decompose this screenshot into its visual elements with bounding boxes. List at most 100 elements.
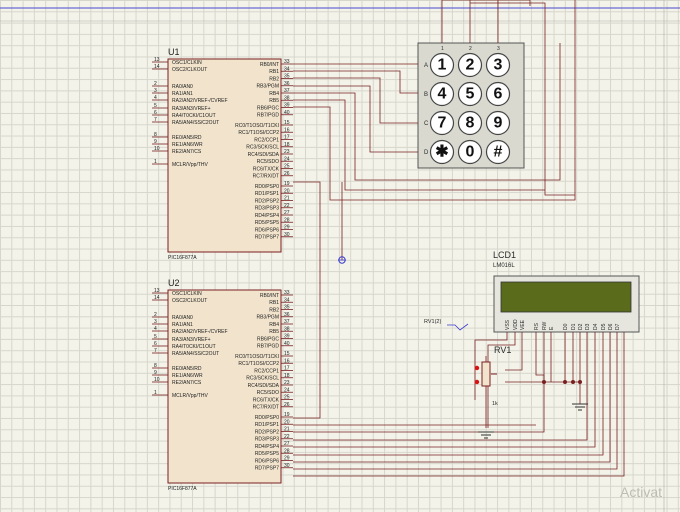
u1-right-pins: 33RB0/INT34RB135RB236RB3/PGM37RB438RB539…: [235, 59, 293, 241]
u2-pin-name: RB2: [269, 307, 279, 313]
lcd-wires: [293, 332, 625, 477]
key-7[interactable]: 7: [429, 110, 455, 136]
u1-pin-number: 15: [284, 120, 290, 126]
pot-pin-dot-bottom: [474, 379, 480, 385]
u1-pin-name: RC7/RX/DT: [253, 174, 279, 180]
keypad-row-label: A: [424, 63, 428, 69]
key-4[interactable]: 4: [429, 81, 455, 107]
u2-pin-name: RC3/SCK/SCL: [246, 376, 279, 382]
lcd-pin-label: D5: [601, 323, 607, 330]
u2-pin-name: RD1/PSP1: [255, 422, 279, 428]
svg-text:#: #: [494, 144, 503, 161]
u1-pin-number: 6: [154, 110, 157, 116]
u1-pin-name: RD1/PSP1: [255, 191, 279, 197]
svg-text:4: 4: [438, 86, 447, 103]
u2-pin-name: RD3/PSP3: [255, 437, 279, 443]
u1-pin-number: 10: [154, 146, 160, 152]
key-2[interactable]: 2: [457, 52, 483, 78]
u1-pin-name: RD0/PSP0: [255, 184, 279, 190]
potentiometer-rv1[interactable]: RV1(2) RV1 1k: [424, 319, 511, 428]
u2-pin-name: RD4/PSP4: [255, 444, 279, 450]
u2-pin-name: RB3/PGM: [256, 315, 279, 321]
lcd-ref-label: LCD1: [493, 250, 516, 260]
u2-pin-name: OSC1/CLKIN: [172, 291, 202, 297]
u2-pin-number: 34: [284, 297, 290, 303]
lcd-pin-label: VEE: [520, 319, 526, 330]
u1-pin-name: RD3/PSP3: [255, 206, 279, 212]
u2-pin-name: RA4/T0CKI/C1OUT: [172, 344, 216, 350]
svg-text:8: 8: [466, 115, 475, 132]
u2-pin-name: RB6/PGC: [257, 336, 279, 342]
key-star[interactable]: ✱: [429, 139, 455, 165]
u1-pin-name: RC3/SCK/SCL: [246, 145, 279, 151]
lcd-pin-label: D2: [578, 323, 584, 330]
u1-pin-number: 38: [284, 95, 290, 101]
u2-pin-name: RB7/PGD: [257, 344, 279, 350]
keypad-row-label: B: [424, 92, 428, 98]
u1-pin-name: RB4: [269, 91, 279, 97]
u1-pin-number: 30: [284, 232, 290, 238]
u2-pin-number: 4: [154, 326, 157, 332]
lcd-pin-label: VDD: [513, 319, 519, 330]
u1-pin-number: 23: [284, 149, 290, 155]
u1-pin-name: RE1/AN6/WR: [172, 142, 203, 148]
u2-pin-number: 18: [284, 373, 290, 379]
u2-part-label: PIC16F877A: [168, 486, 197, 492]
u2-pin-name: RC0/T1OSO/T1CKI: [235, 354, 279, 360]
probe-arrow: [447, 323, 469, 331]
u2-pin-name: RC6/TX/CK: [253, 397, 280, 403]
u1-pin-number: 24: [284, 156, 290, 162]
u1-pin-name: RC0/T1OSO/T1CKI: [235, 123, 279, 129]
u2-pin-name: RC1/T1OSI/CCP2: [238, 361, 279, 367]
u2-pin-number: 3: [154, 319, 157, 325]
u1-pin-name: RD5/PSP5: [255, 220, 279, 226]
u1-pin-name: RB5: [269, 98, 279, 104]
key-5[interactable]: 5: [457, 81, 483, 107]
u2-pin-number: 7: [154, 348, 157, 354]
key-0[interactable]: 0: [457, 139, 483, 165]
u1-pin-name: RB6/PGC: [257, 105, 279, 111]
key-1[interactable]: 1: [429, 52, 455, 78]
key-3[interactable]: 3: [485, 52, 511, 78]
u2-pin-number: 19: [284, 412, 290, 418]
u2-pin-number: 6: [154, 341, 157, 347]
lcd-pin-label: D4: [593, 323, 599, 330]
u2-pin-name: RA5/AN4/SS/C2OUT: [172, 351, 219, 357]
u1-pin-name: RB3/PGM: [256, 84, 279, 90]
u1-pin-number: 34: [284, 66, 290, 72]
u1-pin-name: RB7/PGD: [257, 113, 279, 119]
u1-pin-name: RE0/AN5/RD: [172, 135, 202, 141]
u1-pin-number: 40: [284, 110, 290, 116]
key-8[interactable]: 8: [457, 110, 483, 136]
u1-pin-number: 28: [284, 217, 290, 223]
u1-pin-name: RB0/INT: [260, 62, 279, 68]
u2-pin-number: 15: [284, 351, 290, 357]
u1-pin-name: RD6/PSP6: [255, 227, 279, 233]
u2-pin-name: RE0/AN5/RD: [172, 366, 202, 372]
key-hash[interactable]: #: [485, 139, 511, 165]
lcd-pin-label: D0: [563, 323, 569, 330]
keypad-col-label: 1: [441, 46, 444, 52]
u1-pin-number: 14: [154, 64, 160, 70]
key-9[interactable]: 9: [485, 110, 511, 136]
u1-pin-number: 39: [284, 103, 290, 109]
u1-pin-number: 35: [284, 74, 290, 80]
key-6[interactable]: 6: [485, 81, 511, 107]
lcd-pin-label: E: [549, 326, 555, 330]
lcd-pin-label: D6: [608, 323, 614, 330]
svg-text:6: 6: [494, 86, 503, 103]
svg-text:5: 5: [466, 86, 475, 103]
u1-part-label: PIC16F877A: [168, 255, 197, 261]
u1-pin-number: 13: [154, 57, 160, 63]
u1-pin-name: RD4/PSP4: [255, 213, 279, 219]
pot-pin-dot-top: [474, 365, 480, 371]
u2-pin-name: RC7/RX/DT: [253, 405, 279, 411]
u2-pin-number: 22: [284, 434, 290, 440]
u1-body: [167, 58, 282, 253]
